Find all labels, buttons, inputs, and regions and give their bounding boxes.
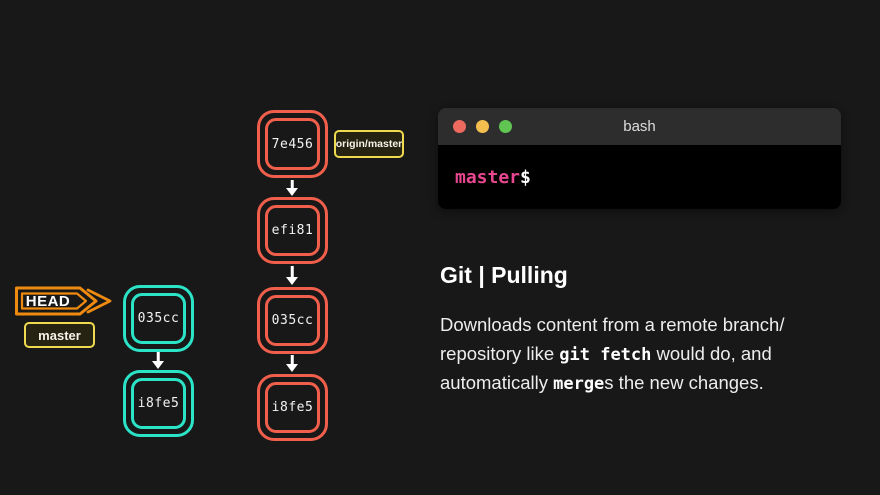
prompt-symbol: $: [520, 166, 531, 188]
minimize-button[interactable]: [476, 120, 489, 133]
head-arrow-icon: [15, 286, 112, 316]
terminal-window: bash master$: [438, 108, 841, 209]
terminal-prompt-area[interactable]: master$: [438, 145, 841, 209]
description-line: automatically merges the new changes.: [440, 372, 764, 394]
commit-hash: i8fe5: [131, 378, 186, 429]
terminal-title: bash: [623, 118, 656, 135]
code-git-fetch: git fetch: [559, 345, 652, 365]
description-line: repository like git fetch would do, and: [440, 343, 772, 365]
remote-commit-efi81: efi81: [257, 197, 328, 264]
commit-hash: 035cc: [131, 293, 186, 344]
commit-hash: i8fe5: [265, 382, 320, 433]
head-label: HEAD: [25, 292, 71, 310]
branch-label-master: master: [24, 322, 95, 348]
down-arrow-icon: [285, 180, 299, 196]
commit-hash: efi81: [265, 205, 320, 256]
window-controls: [453, 120, 512, 133]
remote-commit-i8fe5: i8fe5: [257, 374, 328, 441]
page-title: Git | Pulling: [440, 262, 568, 288]
close-button[interactable]: [453, 120, 466, 133]
branch-label-origin-master: origin/master: [334, 130, 404, 158]
code-merge: merge: [553, 374, 605, 394]
local-commit-i8fe5: i8fe5: [123, 370, 194, 437]
remote-commit-035cc: 035cc: [257, 287, 328, 354]
description-line: Downloads content from a remote branch/: [440, 314, 785, 335]
commit-hash: 035cc: [265, 295, 320, 346]
down-arrow-icon: [285, 266, 299, 285]
local-commit-035cc: 035cc: [123, 285, 194, 352]
zoom-button[interactable]: [499, 120, 512, 133]
down-arrow-icon: [285, 355, 299, 372]
down-arrow-icon: [151, 352, 165, 369]
head-badge: HEAD: [14, 285, 114, 317]
terminal-titlebar[interactable]: bash: [438, 108, 841, 145]
description-text: Downloads content from a remote branch/ …: [440, 311, 865, 398]
remote-commit-7e456: 7e456: [257, 110, 328, 178]
prompt-branch: master: [455, 166, 521, 188]
commit-hash: 7e456: [265, 118, 320, 170]
